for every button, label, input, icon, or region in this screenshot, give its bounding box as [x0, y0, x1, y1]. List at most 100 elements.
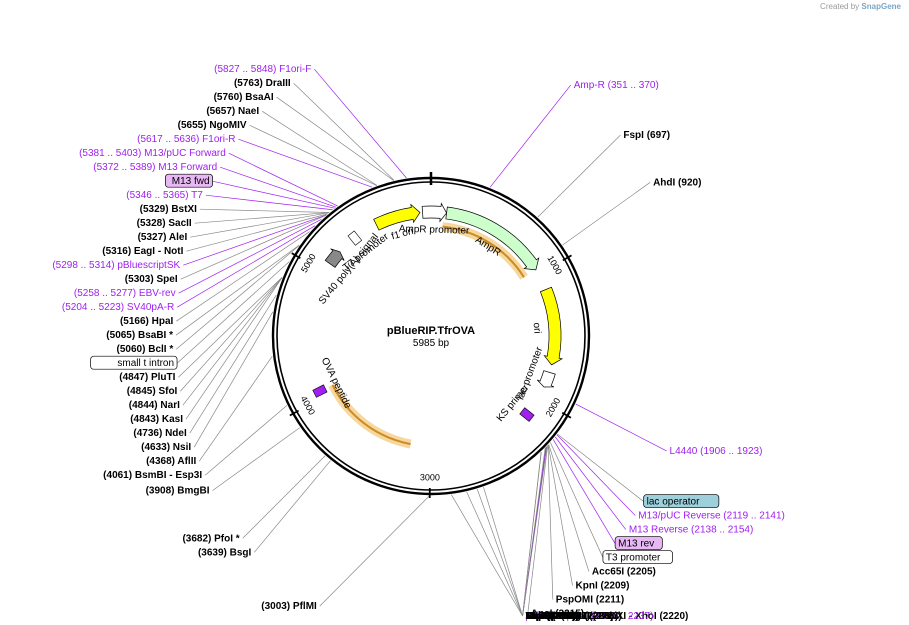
- tick-label: 5000: [299, 252, 318, 274]
- leader-line: [261, 110, 378, 186]
- site-label-text: SalI (2226): [526, 611, 575, 622]
- site-label-text: KpnI (2209): [576, 581, 630, 592]
- site-label-text: (5827 .. 5848) F1ori-F: [214, 64, 311, 75]
- site-label-text: (5060) BclI *: [117, 344, 174, 355]
- site-label-text: (5657) NaeI: [206, 106, 259, 117]
- feature-arrow: [539, 286, 564, 366]
- leader-line: [176, 225, 316, 308]
- site-label-box: [90, 355, 178, 370]
- site-label: (5657) NaeI: [206, 106, 259, 117]
- leader-line: [242, 455, 326, 539]
- label-layer: Amp-R (351 .. 370) FspI (697) AhdI (920) L4…: [52, 64, 785, 622]
- site-label: Bsu36I (2778): [526, 611, 590, 622]
- leader-line: [489, 84, 572, 188]
- site-label-text: (3682) PfoI *: [182, 533, 239, 544]
- leader-line: [562, 182, 651, 246]
- site-label-text: (5166) HpaI: [120, 316, 174, 327]
- site-label-text: L4440 (1906 .. 1923): [670, 446, 763, 457]
- site-label: (5346 .. 5365) T7: [126, 190, 203, 201]
- site-label: (3639) BsgI: [198, 547, 252, 558]
- highlight-band-edge: [442, 225, 525, 278]
- leader-line: [254, 460, 331, 553]
- site-label: PflFI - Tth111I (2713): [526, 611, 622, 622]
- site-label-text: (5329) BstXI: [140, 204, 197, 215]
- site-label: (4633) NsiI: [141, 442, 191, 453]
- leader-line: [451, 494, 523, 617]
- leader-line: [466, 491, 523, 617]
- leader-line: [178, 219, 322, 294]
- site-label-text: BlpI (2674): [526, 611, 577, 622]
- tick-mark: [289, 409, 300, 417]
- leader-line: [212, 180, 335, 209]
- leader-line: [537, 134, 621, 218]
- site-label: (5617 .. 5636) F1ori-R: [137, 134, 235, 145]
- leader-line: [190, 212, 330, 238]
- leader-line: [178, 276, 283, 378]
- feature-arrow: [445, 206, 540, 271]
- site-label: M13/pUC Reverse (2119 .. 2141): [638, 511, 785, 522]
- watermark-prefix: Created by: [820, 2, 860, 11]
- site-label-text: (4843) KasI: [130, 414, 183, 425]
- site-label-text: (5204 .. 5223) SV40pA-R: [62, 302, 174, 313]
- leader-layer: [175, 68, 667, 617]
- site-label: KpnI (2209): [576, 581, 630, 592]
- leader-line: [212, 427, 301, 491]
- site-label: (3908) BmgBI: [146, 486, 210, 497]
- site-label-text: (3908) BmgBI: [146, 486, 210, 497]
- site-label: (4847) PluTI: [119, 372, 175, 383]
- feature-label: AmpR promoter: [399, 224, 471, 237]
- site-label: M13 Reverse (2138 .. 2154): [629, 525, 754, 536]
- leader-line: [186, 213, 328, 252]
- site-label-text: (5655) NgoMIV: [178, 120, 247, 131]
- site-label: (4061) BsmBI - Esp3I: [103, 470, 202, 481]
- site-label: FspI (697): [623, 130, 670, 141]
- leader-line: [293, 82, 395, 181]
- site-label: (4843) KasI: [130, 414, 183, 425]
- feature-arrow: [324, 248, 345, 268]
- site-label: (4736) NdeI: [133, 428, 187, 439]
- site-label-text: FspI (697): [623, 130, 670, 141]
- tick-label: 4000: [299, 394, 318, 416]
- leader-line: [550, 442, 604, 558]
- feature-marker: [312, 384, 328, 398]
- site-label-text: lac operator: [647, 497, 700, 508]
- snapgene-watermark: Created by SnapGene: [820, 2, 901, 11]
- site-label-text: M13 Reverse (2138 .. 2154): [629, 525, 754, 536]
- site-label: (5763) DraIII: [234, 78, 291, 89]
- leader-line: [176, 231, 310, 322]
- site-label-text: (5065) BsaBI *: [106, 330, 173, 341]
- leader-line: [527, 445, 548, 614]
- site-label: TspMI - XmaI (2268): [526, 611, 619, 622]
- tick-mark: [291, 252, 301, 260]
- site-label: ApaI (2215): [531, 609, 584, 620]
- site-label-text: small t intron: [117, 358, 174, 369]
- leader-line: [199, 208, 330, 213]
- leader-line: [548, 444, 590, 572]
- site-label: (5827 .. 5848) F1ori-F: [214, 64, 311, 75]
- leader-line: [198, 356, 273, 462]
- leader-line: [180, 277, 283, 392]
- site-label-text: (4844) NarI: [129, 400, 180, 411]
- site-label: AbsI - PaeR7I - PspXI - XhoI (2220): [526, 611, 689, 622]
- site-label-box: [165, 173, 213, 188]
- leader-line: [228, 152, 338, 207]
- leader-line: [176, 261, 290, 364]
- leader-line: [556, 434, 636, 516]
- tick-mark: [562, 254, 572, 262]
- site-label-text: PspOMI (2211): [556, 595, 624, 606]
- site-label: AccI (2227): [526, 611, 579, 622]
- leader-line: [193, 311, 274, 448]
- site-label-text: AhdI (920): [653, 177, 701, 188]
- site-label: MscI (2871): [526, 611, 580, 622]
- leader-line: [185, 277, 283, 420]
- site-label: (5065) BsaBI *: [106, 330, 173, 341]
- feature-arrow: [537, 370, 556, 388]
- site-label-text: (4061) BsmBI - Esp3I: [103, 470, 202, 481]
- site-label-text: Amp-R (351 .. 370): [574, 80, 659, 91]
- site-label-text: pBluescriptKS (2221 .. 2237): [526, 611, 654, 622]
- leader-line: [575, 403, 667, 452]
- site-label-text: (5298 .. 5314) pBluescriptSK: [52, 260, 180, 271]
- site-label-text: M13 rev: [618, 539, 654, 550]
- leader-line: [547, 445, 554, 600]
- site-label-text: M13/pUC Reverse (2119 .. 2141): [638, 511, 785, 522]
